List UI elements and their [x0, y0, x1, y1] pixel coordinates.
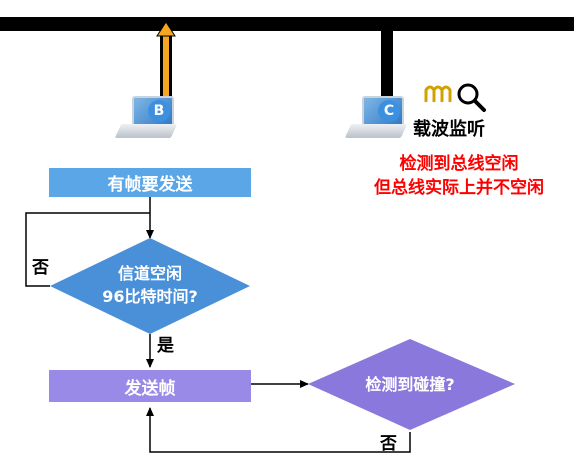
no-loop-2: [146, 407, 411, 453]
no-label-1: 否: [32, 258, 49, 278]
carrier-sense-label: 载波监听: [413, 119, 485, 140]
decision-collision: [308, 339, 515, 430]
laptop-b-icon: B: [114, 96, 178, 146]
carrier-wave-icon: [424, 85, 452, 102]
signal-up-arrow-icon: [156, 22, 176, 102]
decision1-line1: 信道空闲: [118, 264, 182, 283]
send-frame-box: 发送帧: [49, 370, 251, 402]
decision1-line2: 96比特时间?: [102, 287, 198, 306]
no-label-2: 否: [380, 434, 397, 454]
start-box: 有帧要发送: [49, 168, 251, 197]
decision-channel-idle: [50, 238, 250, 334]
bus-line: [0, 17, 574, 31]
carrier-sense-icons: [424, 83, 486, 112]
warning-line-1: 检测到总线空闲: [399, 154, 519, 174]
station-b-badge: B: [148, 100, 170, 122]
magnifier-icon: [457, 83, 486, 112]
laptop-c-icon: C: [344, 96, 408, 146]
bus-drop-c: [381, 30, 393, 98]
decision2-text: 检测到碰撞?: [365, 375, 454, 394]
warning-line-2: 但总线实际上并不空闲: [374, 178, 544, 198]
no-loop-1: [25, 212, 150, 287]
warning-text: 检测到总线空闲 但总线实际上并不空闲: [344, 152, 574, 200]
yes-label: 是: [157, 336, 174, 356]
station-c-badge: C: [378, 100, 400, 122]
